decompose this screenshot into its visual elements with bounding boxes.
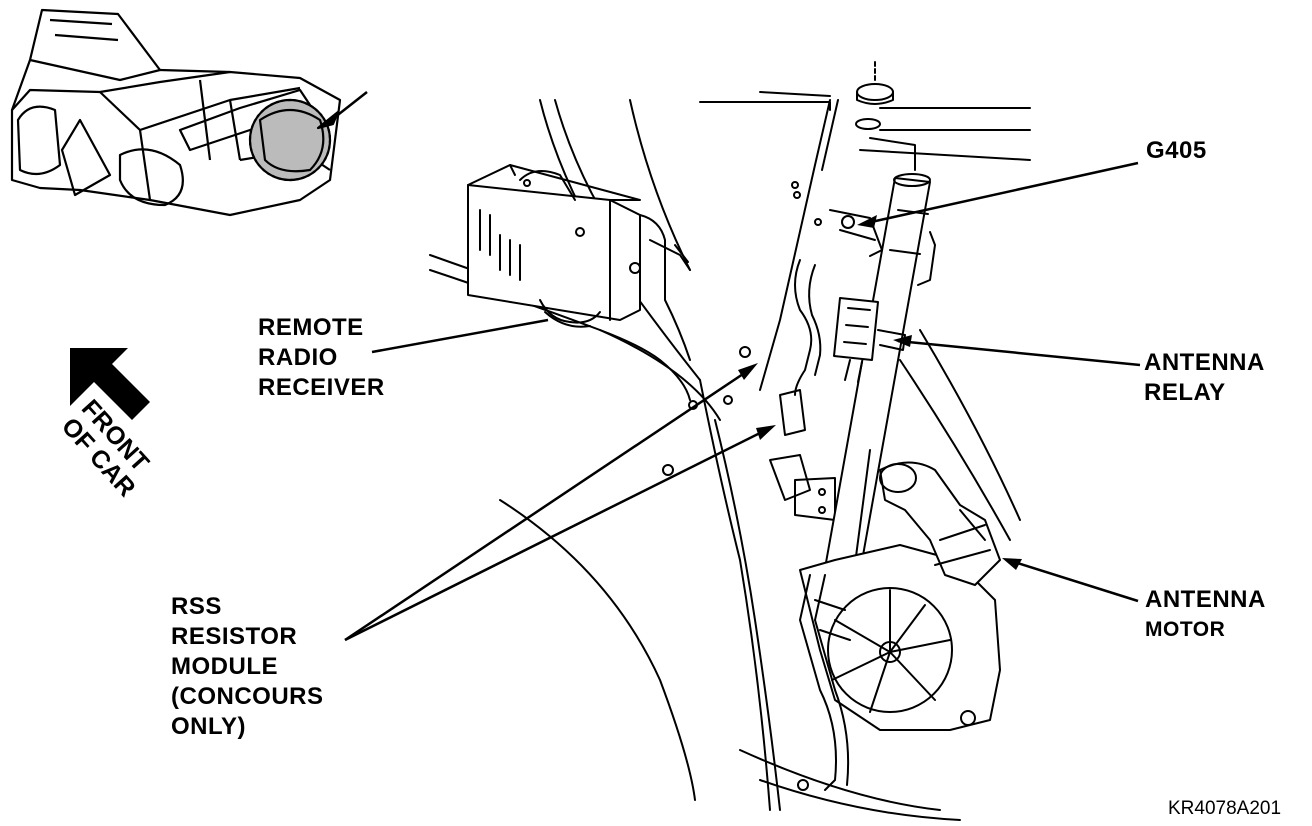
g405-label: G405: [1146, 136, 1207, 166]
remote-radio-receiver-line-2: RADIO: [258, 344, 338, 371]
antenna-relay-label: ANTENNA RELAY: [1144, 348, 1265, 408]
remote-radio-receiver-line-3: RECEIVER: [258, 374, 385, 401]
antenna-motor-line-2: MOTOR: [1145, 618, 1226, 641]
rss-line-1: RSS: [171, 593, 222, 620]
remote-radio-receiver-label: REMOTE RADIO RECEIVER: [258, 313, 385, 403]
rss-line-3: MODULE: [171, 653, 278, 680]
antenna-relay-line-1: ANTENNA: [1144, 349, 1265, 376]
rss-resistor-module-label: RSS RESISTOR MODULE (CONCOURS ONLY): [171, 592, 324, 742]
car-locator-illustration: [10, 8, 368, 217]
rss-line-2: RESISTOR: [171, 623, 298, 650]
rss-line-5: ONLY): [171, 713, 246, 740]
antenna-motor-label: ANTENNA MOTOR: [1145, 585, 1266, 645]
g405-label-text: G405: [1146, 137, 1207, 164]
antenna-motor-line-1: ANTENNA: [1145, 586, 1266, 613]
front-of-car-arrow-icon: [70, 348, 150, 420]
leader-arrowheads: [738, 215, 1022, 570]
antenna-relay-line-2: RELAY: [1144, 379, 1226, 406]
figure-code: KR4078A201: [1168, 798, 1282, 819]
rss-line-4: (CONCOURS: [171, 683, 324, 710]
leader-lines: [344, 161, 1141, 642]
trunk-side-panel-drawing: [429, 61, 1031, 821]
remote-radio-receiver-line-1: REMOTE: [258, 314, 364, 341]
motor-gear-spokes: [831, 589, 951, 713]
